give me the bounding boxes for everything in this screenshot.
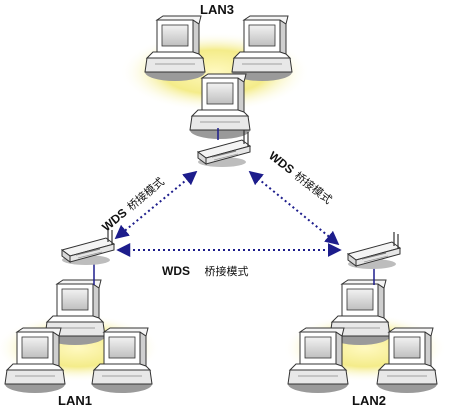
lan3-group <box>120 15 310 140</box>
lan1-group <box>0 279 160 394</box>
ap-right-icon <box>347 231 401 270</box>
lan2-group <box>283 279 447 394</box>
wds-bottom-mode: 桥接模式 <box>204 266 249 278</box>
lan3-label: LAN3 <box>200 2 234 17</box>
wds-bottom-tag: WDS <box>162 264 190 278</box>
wds-link-left <box>114 170 198 240</box>
ap-left-icon <box>61 227 115 266</box>
lan2-label: LAN2 <box>352 393 386 408</box>
wds-label-bottom: WDS 桥接模式 <box>162 262 248 280</box>
wds-link-right <box>248 170 340 246</box>
lan1-label: LAN1 <box>58 393 92 408</box>
